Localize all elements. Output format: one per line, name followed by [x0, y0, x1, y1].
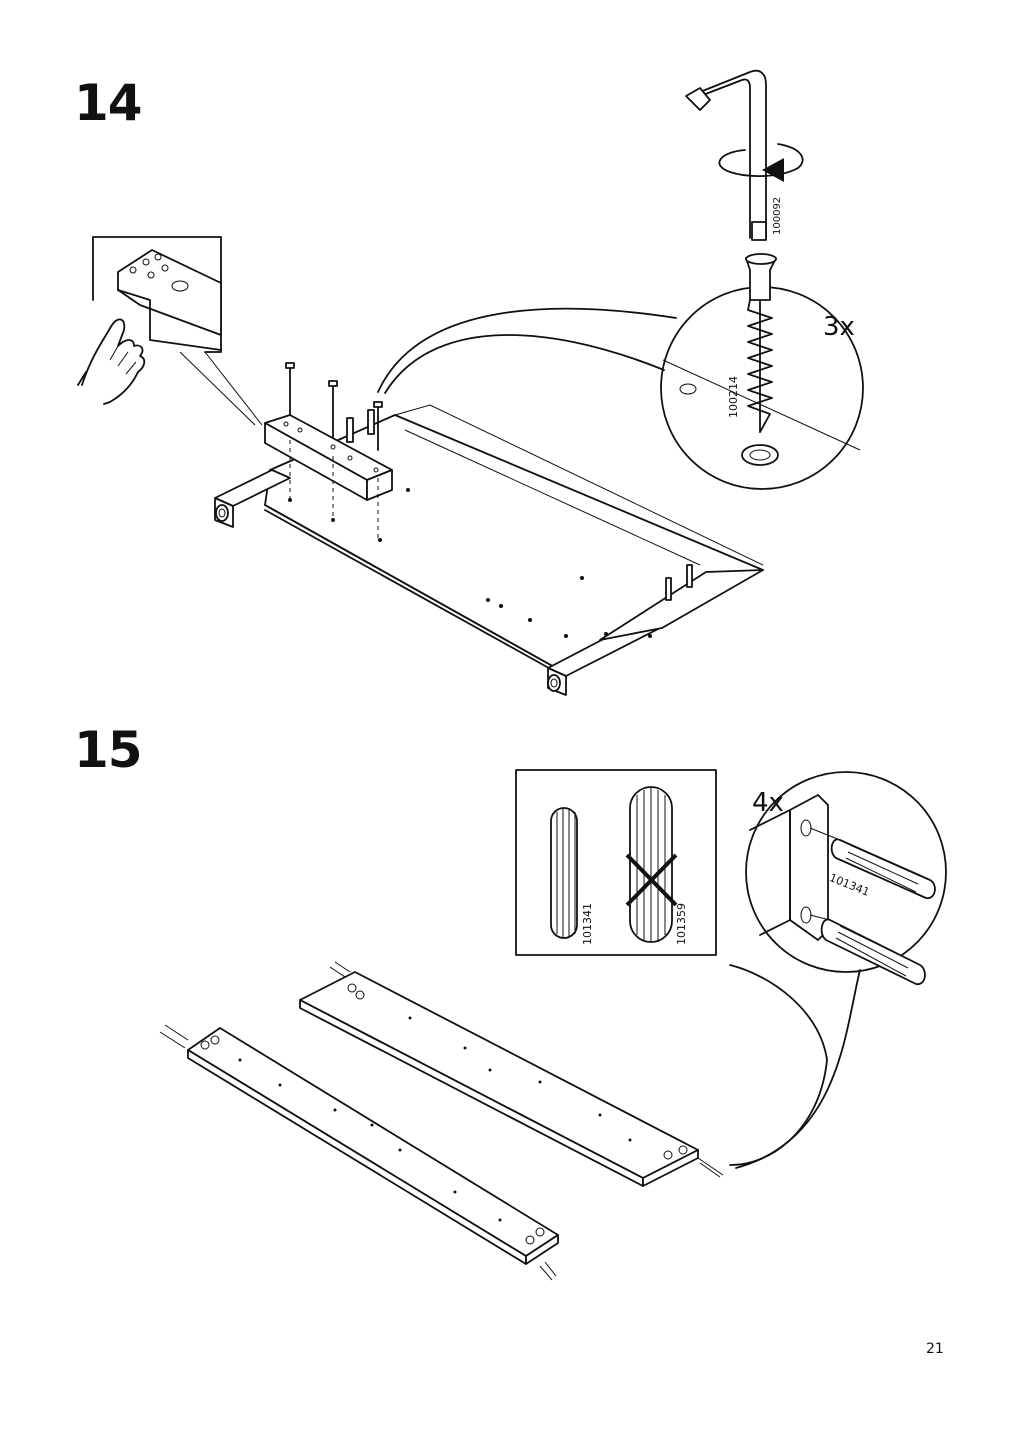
dowel-comparison-box	[515, 769, 717, 956]
dowel-icon	[830, 838, 936, 899]
dowel-icon	[820, 918, 926, 985]
rotate-arrow-icon	[718, 143, 804, 182]
dowel-icon	[550, 807, 578, 939]
screw-icon	[745, 253, 777, 433]
screw-quantity-label: 3x	[823, 312, 855, 342]
hand-pointing-icon	[77, 318, 146, 405]
dowel-quantity-label: 4x	[752, 788, 784, 818]
leg-hole-detail-box	[92, 236, 263, 426]
step-15-number: 15	[74, 721, 143, 779]
correct-dowel-part-number: 101341	[581, 903, 594, 945]
screw-detail-circle	[377, 253, 864, 490]
side-rail-front	[159, 1024, 559, 1281]
step-14-number: 14	[74, 74, 143, 132]
page-number: 21	[926, 1341, 944, 1357]
side-rail-back	[299, 961, 724, 1187]
allen-key-part-number: 100092	[772, 196, 783, 235]
wrong-dowel-part-number: 101359	[675, 903, 688, 945]
dowel-detail-circle	[729, 771, 947, 1169]
bed-frame-end	[214, 362, 764, 696]
cross-mark-icon	[625, 853, 678, 907]
screw-icon	[285, 362, 383, 451]
allen-key-icon	[685, 69, 767, 241]
screw-part-number: 100214	[727, 376, 740, 418]
